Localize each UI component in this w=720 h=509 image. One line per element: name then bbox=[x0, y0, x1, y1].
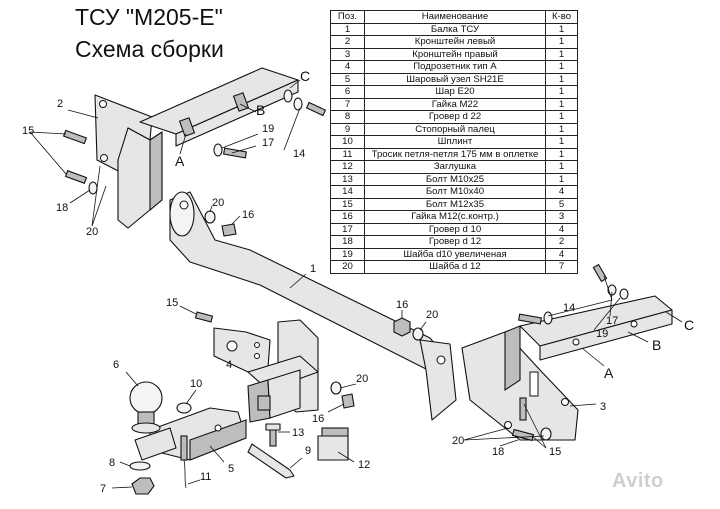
callout-4: 4 bbox=[226, 359, 232, 371]
callout-11: 11 bbox=[200, 471, 211, 483]
callout-12: 12 bbox=[358, 459, 370, 471]
main-beam bbox=[169, 191, 457, 421]
callout-7: 7 bbox=[100, 483, 106, 495]
callout-2: 2 bbox=[57, 98, 63, 110]
ball-mount bbox=[134, 407, 247, 461]
callout-17-right: 17 bbox=[606, 315, 618, 327]
receiver-box bbox=[247, 319, 319, 423]
callout-17-left: 17 bbox=[262, 137, 274, 149]
bolt-pin-cap bbox=[247, 423, 349, 479]
callout-20-center: 20 bbox=[426, 309, 438, 321]
callout-8: 8 bbox=[109, 457, 115, 469]
drawing-subtitle: Схема сборки bbox=[75, 36, 224, 62]
right-fasteners bbox=[511, 263, 629, 442]
callout-6: 6 bbox=[113, 359, 119, 371]
left-bracket bbox=[94, 67, 299, 229]
callout-20-lower: 20 bbox=[356, 373, 368, 385]
cell-qty: 1 bbox=[545, 160, 578, 174]
callout-16-lower: 16 bbox=[312, 413, 324, 425]
callout-15-left: 15 bbox=[22, 125, 34, 137]
callout-5: 5 bbox=[228, 463, 234, 475]
callout-15-center: 15 bbox=[166, 297, 178, 309]
callout-15-right: 15 bbox=[549, 446, 561, 458]
leader-lines bbox=[29, 79, 683, 489]
callout-19-right: 19 bbox=[596, 328, 608, 340]
callout-20-right: 20 bbox=[452, 435, 464, 447]
callout-16-left: 16 bbox=[242, 209, 254, 221]
socket-bracket bbox=[213, 327, 271, 373]
cell-qty: 1 bbox=[545, 85, 578, 99]
drawing-title: ТСУ "M205-E" bbox=[75, 4, 223, 30]
callout-C-left: C bbox=[300, 68, 310, 84]
cell-qty: 7 bbox=[545, 260, 578, 274]
callout-B-right: B bbox=[652, 337, 661, 353]
right-bracket bbox=[461, 295, 673, 441]
callout-18-right: 18 bbox=[492, 446, 504, 458]
callout-13: 13 bbox=[292, 427, 304, 439]
avito-watermark: Avito bbox=[612, 470, 664, 492]
callout-18-left: 18 bbox=[56, 202, 68, 214]
callout-9: 9 bbox=[305, 445, 311, 457]
callout-19-left: 19 bbox=[262, 123, 274, 135]
callout-A-left: A bbox=[175, 153, 185, 169]
callout-14-right: 14 bbox=[563, 302, 575, 314]
callout-A-right: A bbox=[604, 365, 614, 381]
callout-14-left: 14 bbox=[293, 148, 305, 160]
callout-1: 1 bbox=[310, 263, 316, 275]
cell-qty: 5 bbox=[545, 197, 578, 211]
pin-and-cotter bbox=[176, 402, 192, 489]
callout-B-left: B bbox=[256, 102, 265, 118]
callout-3: 3 bbox=[600, 401, 606, 413]
callout-20-upper: 20 bbox=[212, 197, 224, 209]
callout-16-center: 16 bbox=[396, 299, 408, 311]
callout-labels: 1 2 3 4 5 6 7 8 9 10 11 12 13 14 14 15 1… bbox=[22, 68, 694, 495]
nut-and-grover bbox=[129, 461, 155, 495]
callout-C-right: C bbox=[684, 317, 694, 333]
callout-20-left: 20 bbox=[86, 226, 98, 238]
tow-ball bbox=[129, 381, 163, 434]
callout-10: 10 bbox=[190, 378, 202, 390]
